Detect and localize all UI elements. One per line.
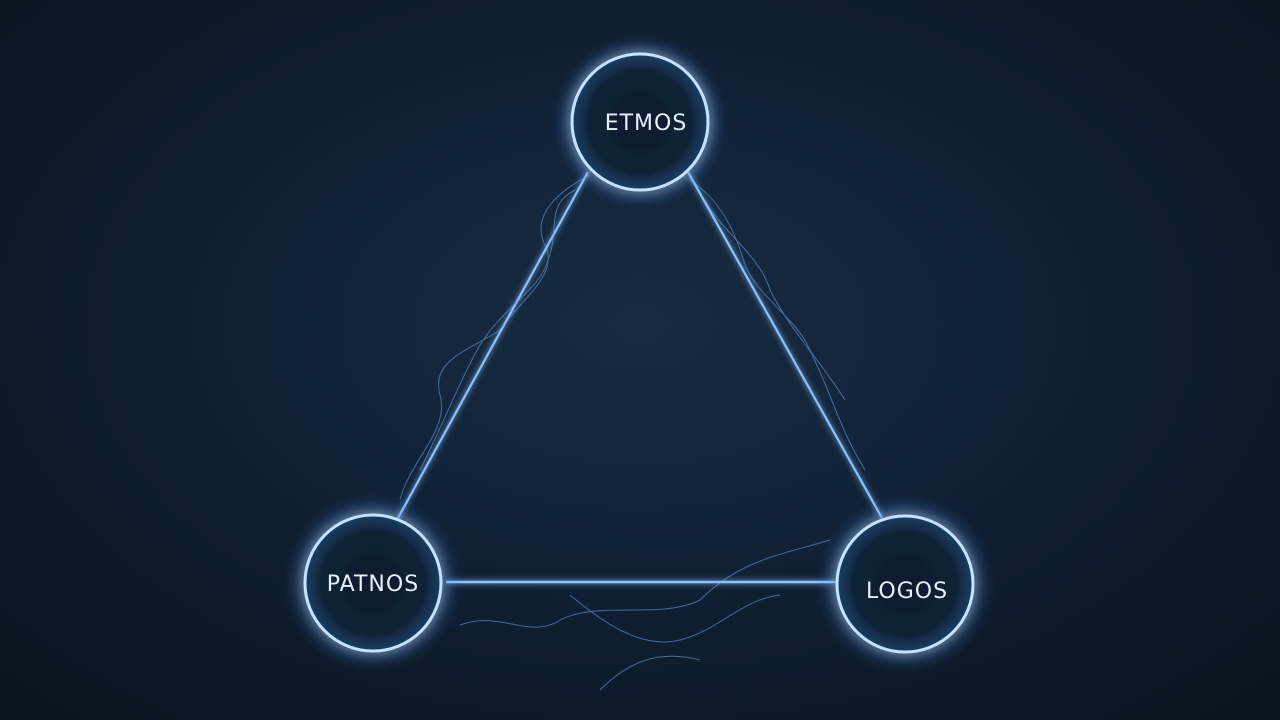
edges [397,171,883,584]
node-left: PATNOS [283,493,463,673]
node-right-ring [835,514,975,654]
node-right: LOGOS [815,494,995,674]
node-top-ring [570,52,710,192]
edge-top-right [687,171,883,519]
node-top-label: ETMOS [605,111,688,136]
node-top: ETMOS [552,34,728,210]
node-left-label: PATNOS [327,572,419,597]
electric-tendrils [399,174,866,691]
edge-top-left [397,171,589,519]
node-left-ring [303,513,443,653]
node-right-label: LOGOS [866,579,948,604]
